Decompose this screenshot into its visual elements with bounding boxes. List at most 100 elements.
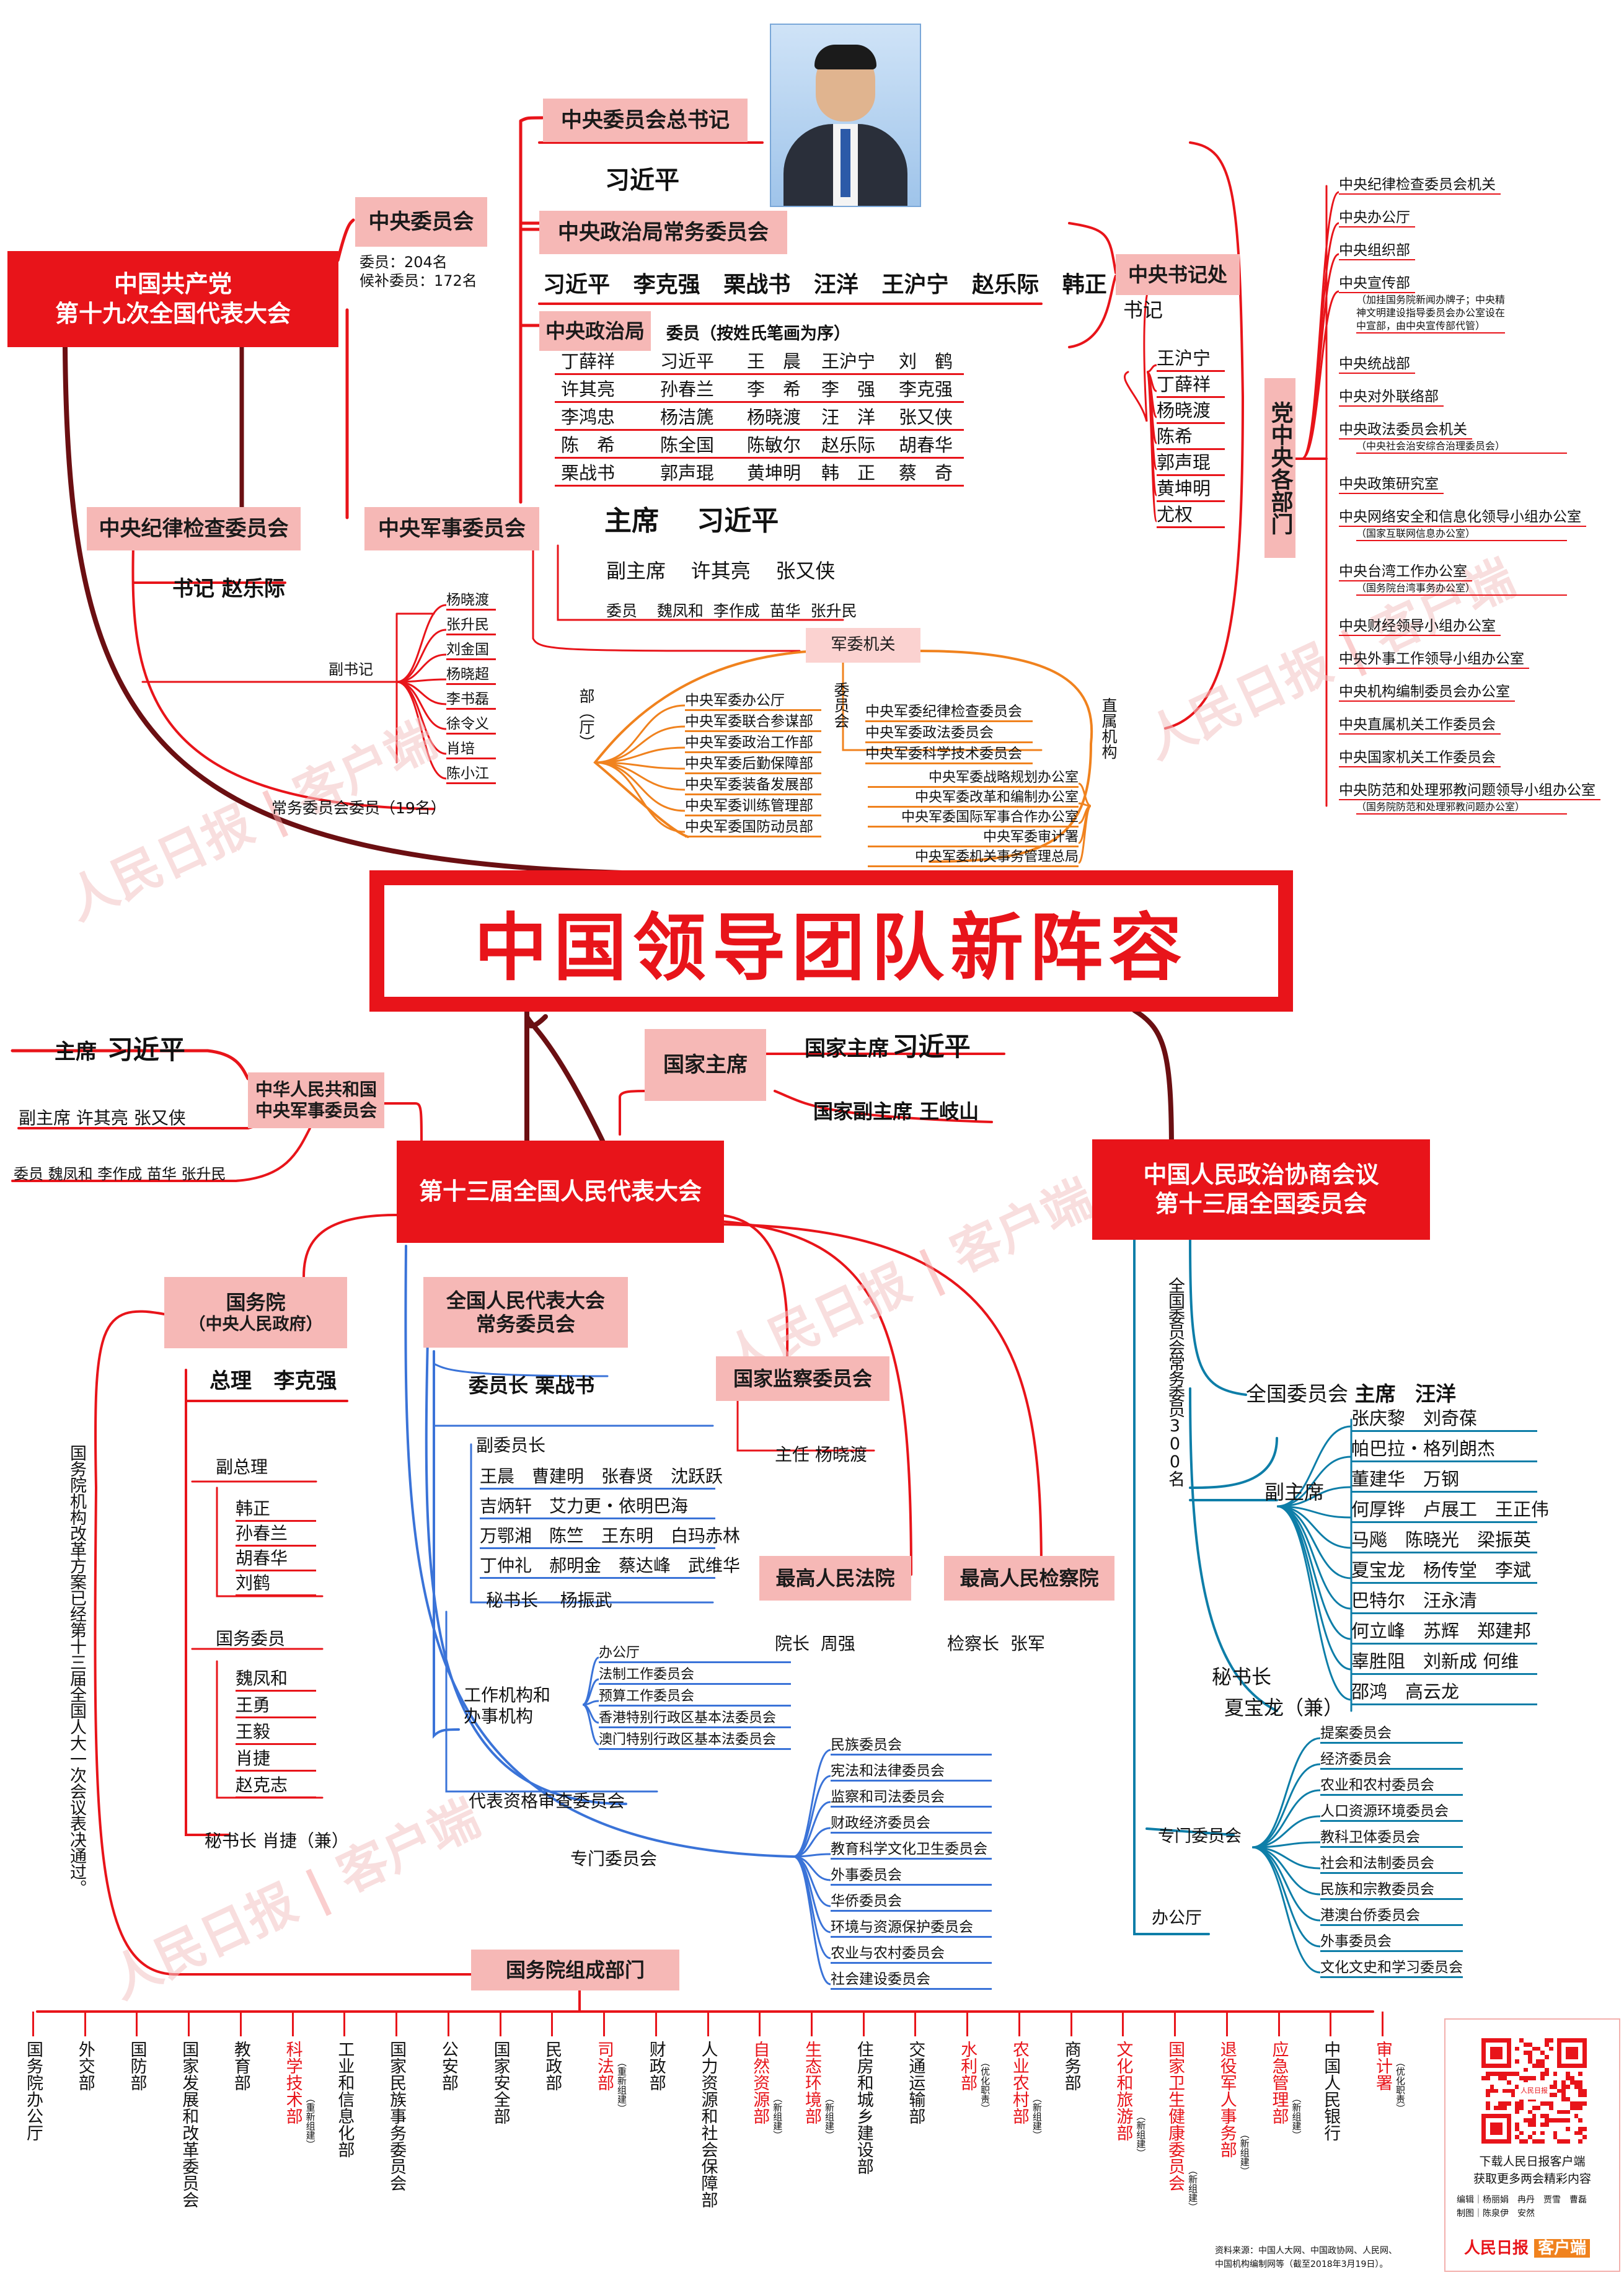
ministry-connector bbox=[447, 2012, 449, 2036]
cppcc-special-committee: 外事委员会 bbox=[1320, 1929, 1463, 1952]
court-head: 院长 周强 bbox=[775, 1633, 855, 1654]
party-department-item: 中央政法委员会机关 bbox=[1339, 417, 1472, 440]
ministry-name: 司法部 bbox=[594, 2041, 614, 2091]
cppcc-box: 中国人民政治协商会议 第十三届全国委员会 bbox=[1092, 1139, 1430, 1240]
npcsc-work-organ: 香港特别行政区基本法委员会 bbox=[599, 1707, 791, 1728]
ministry-name: 人力资源和社会保障部 bbox=[698, 2041, 718, 2208]
cppcc-standing-vertical: 全国委员会常务委员300名 bbox=[1165, 1277, 1185, 1486]
source-note: 资料来源：中国人大网、中国政协网、人民网、 中国机构编制网等（截至2018年3月… bbox=[1215, 2246, 1397, 2269]
politburo-member: 张又侠 bbox=[899, 407, 953, 428]
politburo-member: 许其亮 bbox=[561, 379, 616, 400]
military-dept: 中央军委训练管理部 bbox=[685, 793, 821, 816]
politburo-row-line bbox=[555, 457, 964, 459]
ministry-name: 国家卫生健康委员会 bbox=[1165, 2041, 1185, 2191]
discipline-deputy: 李书磊 bbox=[446, 687, 496, 710]
state-councilor: 赵克志 bbox=[236, 1772, 316, 1798]
discipline-box: 中央纪律检查委员会 bbox=[87, 507, 301, 550]
cppcc-vice-row: 何厚铧 卢展工 王正伟 bbox=[1351, 1495, 1549, 1523]
ministry-name: 应急管理部 bbox=[1269, 2041, 1289, 2124]
ministry-name: 工业和信息化部 bbox=[335, 2041, 355, 2158]
military-commission-box: 中央军事委员会 bbox=[364, 507, 539, 550]
premier-line: 总理 李克强 bbox=[210, 1369, 337, 1394]
politburo-row-line bbox=[555, 485, 964, 487]
ministry-name: 外交部 bbox=[75, 2041, 95, 2091]
party-department-item: 中央统战部 bbox=[1339, 351, 1415, 374]
politburo-member: 栗战书 bbox=[561, 462, 616, 484]
discipline-standing: 常务委员会委员（19名） bbox=[271, 799, 446, 817]
cppcc-vice-row: 马飚 陈晓光 梁振英 bbox=[1351, 1526, 1537, 1553]
ministry-note: （优化职责） bbox=[1395, 2057, 1406, 2113]
party-departments-box: 党中央各部门 bbox=[1264, 378, 1295, 558]
cppcc-special-committee: 社会和法制委员会 bbox=[1320, 1851, 1463, 1874]
party-department-item: 中央纪律检查委员会机关 bbox=[1339, 172, 1501, 195]
military-chair: 主席 习近平 bbox=[604, 505, 779, 537]
ministry-name: 科学技术部 bbox=[283, 2041, 302, 2124]
npcsc-work-organ: 澳门特别行政区基本法委员会 bbox=[599, 1728, 791, 1750]
cppcc-office: 办公厅 bbox=[1152, 1909, 1202, 1928]
politburo-box: 中央政治局 bbox=[539, 311, 651, 351]
military-dept: 中央军委后勤保障部 bbox=[685, 751, 821, 774]
politburo-member: 习近平 bbox=[660, 351, 715, 372]
ministry-connector bbox=[343, 2012, 346, 2036]
state-council-secgen: 秘书长 肖捷（兼） bbox=[205, 1831, 349, 1851]
military-direct-organ: 中央军委机关事务管理总局 bbox=[868, 846, 1079, 867]
politburo-member: 赵乐际 bbox=[821, 435, 876, 456]
npc-box: 第十三届全国人民代表大会 bbox=[397, 1141, 724, 1243]
politburo-member: 汪 洋 bbox=[821, 407, 876, 428]
military-direct-label: 直属机构 bbox=[1100, 697, 1118, 759]
party-department-item: 中央机构编制委员会办公室 bbox=[1339, 679, 1515, 702]
ministry-connector bbox=[188, 2012, 190, 2036]
cppcc-vice-row: 邵鸿 高云龙 bbox=[1351, 1677, 1537, 1705]
cppcc-vice-row: 何立峰 苏辉 郑建邦 bbox=[1351, 1617, 1537, 1645]
politburo-member: 陈 希 bbox=[561, 435, 616, 456]
party-department-item: 中央直属机关工作委员会 bbox=[1339, 712, 1501, 735]
discipline-deputy-label: 副书记 bbox=[329, 661, 373, 678]
ministry-connector bbox=[966, 2012, 969, 2036]
party-department-item: 中央防范和处理邪教问题领导小组办公室 bbox=[1339, 778, 1600, 800]
ministry-connector bbox=[395, 2012, 398, 2036]
party-department-item: 中央财经领导小组办公室 bbox=[1339, 614, 1501, 636]
politburo-member: 杨洁篪 bbox=[660, 407, 715, 428]
party-department-note: （加挂国务院新闻办牌子；中央精神文明建设指导委员会办公室设在中宣部，由中央宣传部… bbox=[1356, 293, 1505, 334]
party-department-note: （国务院台湾事务办公室） bbox=[1356, 581, 1567, 596]
prc-cmc-box: 中华人民共和国 中央军事委员会 bbox=[248, 1072, 384, 1128]
ministry-connector bbox=[707, 2012, 709, 2036]
ministry-connector bbox=[655, 2012, 657, 2036]
ministry-name: 国务院办公厅 bbox=[24, 2041, 43, 2141]
politburo-member: 黄坤明 bbox=[747, 462, 801, 484]
military-organs-box: 军委机关 bbox=[806, 628, 920, 663]
politburo-member: 王 晨 bbox=[747, 351, 801, 372]
npcsc-special-committee: 宪法和法律委员会 bbox=[831, 1759, 992, 1782]
politburo-member: 韩 正 bbox=[821, 462, 876, 484]
president-line: 国家主席 习近平 bbox=[805, 1031, 971, 1062]
politburo-member: 李 希 bbox=[747, 379, 801, 400]
ministry-connector bbox=[1225, 2012, 1228, 2036]
npcsc-work-organ: 法制工作委员会 bbox=[599, 1663, 791, 1685]
brand-logo: 人民日报 客户端 bbox=[1464, 2235, 1591, 2258]
npcsc-work-label: 工作机构和 办事机构 bbox=[464, 1685, 551, 1726]
councilor-label: 国务委员 bbox=[216, 1628, 286, 1649]
cppcc-secgen: 夏宝龙（兼） bbox=[1224, 1696, 1344, 1720]
secretariat-box: 中央书记处 bbox=[1116, 254, 1240, 295]
discipline-deputy: 徐令义 bbox=[446, 712, 496, 735]
cppcc-special-committee: 经济委员会 bbox=[1320, 1747, 1463, 1770]
military-dept: 中央军委政治工作部 bbox=[685, 730, 821, 753]
main-title: 中国领导团队新阵容 bbox=[384, 885, 1278, 997]
party-congress-box: 中国共产党 第十九次全国代表大会 bbox=[7, 251, 338, 347]
party-department-item: 中央组织部 bbox=[1339, 238, 1415, 260]
discipline-deputy: 杨晓超 bbox=[446, 662, 496, 685]
npcsc-work-organ: 预算工作委员会 bbox=[599, 1685, 791, 1707]
politburo-row-line bbox=[555, 373, 964, 375]
npcsc-special-committee: 外事委员会 bbox=[831, 1863, 992, 1886]
ministry-connector bbox=[551, 2012, 554, 2036]
party-department-item: 中央对外联络部 bbox=[1339, 384, 1444, 407]
npcsc-special-committee: 民族委员会 bbox=[831, 1733, 992, 1756]
politburo-member: 胡春华 bbox=[899, 435, 953, 456]
ministry-name: 文化和旅游部 bbox=[1113, 2041, 1133, 2141]
ministry-note: （新组建） bbox=[1291, 2093, 1302, 2140]
vice-premier: 韩正 bbox=[236, 1495, 316, 1522]
secretariat-member: 杨晓渡 bbox=[1157, 396, 1225, 424]
military-committee: 中央军委科学技术委员会 bbox=[865, 741, 1033, 764]
politburo-member: 陈敏尔 bbox=[747, 435, 801, 456]
vice-premier-label: 副总理 bbox=[216, 1457, 268, 1477]
